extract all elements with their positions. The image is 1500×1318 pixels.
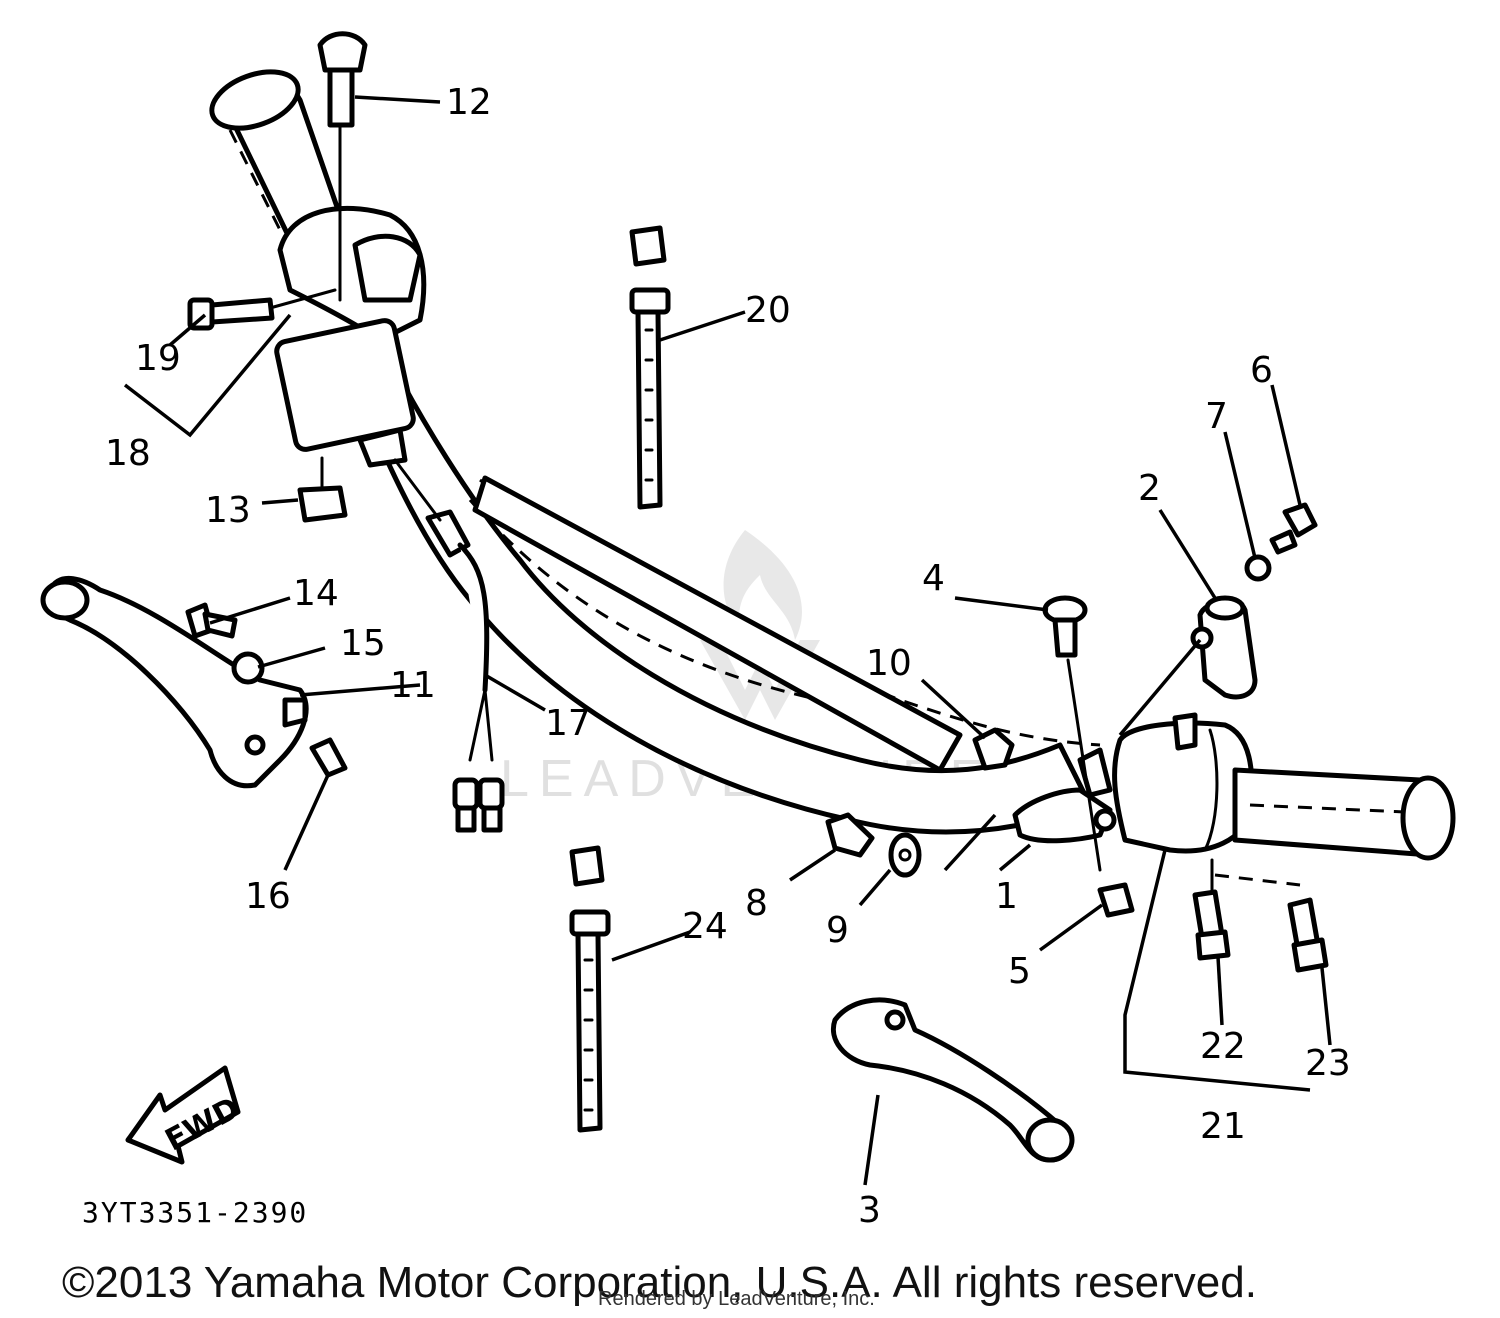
leader-lines: [123, 95, 1332, 1186]
callout-23: 23: [1305, 1043, 1351, 1084]
rendered-by-notice: Rendered by LeadVenture, Inc.: [598, 1288, 875, 1310]
callout-19: 19: [135, 338, 181, 379]
part-2-cover: [1190, 595, 1258, 700]
callout-8: 8: [745, 883, 768, 924]
part-7-washer: [1244, 554, 1272, 582]
part-10-clamp: [972, 727, 1015, 771]
part-6-screw: [1269, 502, 1318, 555]
callout-6: 6: [1250, 350, 1273, 391]
callout-numbers: 1 2 3 4 5 6 7 8 9 10 11 12 13 14 15 16 1…: [105, 82, 1351, 1231]
callout-24: 24: [682, 906, 728, 947]
part-24-cable-tie: [569, 845, 611, 1133]
diagram-part-code: 3YT3351-2390: [82, 1196, 308, 1229]
part-1-bracket: [1012, 747, 1117, 844]
part-13-nut: [297, 456, 348, 523]
part-12-bolt: [317, 31, 368, 302]
callout-3: 3: [858, 1190, 881, 1231]
part-9-washer: [888, 832, 922, 878]
callout-9: 9: [826, 910, 849, 951]
callout-14: 14: [293, 573, 339, 614]
part-15-nut: [231, 651, 265, 685]
callout-12: 12: [446, 82, 492, 123]
callout-22: 22: [1200, 1026, 1246, 1067]
part-4-bolt: [1042, 595, 1102, 872]
part-23-bolt: [1214, 873, 1329, 973]
part-14-bolt: [185, 602, 238, 639]
part-20-cable-tie: [629, 225, 671, 510]
right-grip: [1232, 767, 1456, 861]
callout-10: 10: [866, 643, 912, 684]
part-17-switch-wire: [393, 458, 505, 833]
part-19-screw: [187, 288, 337, 331]
callout-20: 20: [745, 290, 791, 331]
callout-18: 18: [105, 433, 151, 474]
part-21-lever-holder: [1112, 712, 1255, 854]
callout-17: 17: [545, 703, 591, 744]
callout-1: 1: [995, 876, 1018, 917]
copyright-notice: ©2013 Yamaha Motor Corporation, U.S.A. A…: [62, 1258, 1257, 1307]
fwd-arrow: FWD: [125, 1065, 245, 1165]
callout-7: 7: [1205, 396, 1228, 437]
callout-5: 5: [1008, 951, 1031, 992]
part-22-bolt: [1192, 858, 1231, 961]
callout-16: 16: [245, 876, 291, 917]
part-8-fitting: [825, 812, 875, 858]
callout-15: 15: [340, 623, 386, 664]
callout-11: 11: [390, 665, 436, 706]
callout-2: 2: [1138, 468, 1161, 509]
part-11-clutch-lever: [40, 575, 309, 789]
left-grip-assembly: [209, 69, 427, 468]
part-3-brake-lever: [831, 997, 1075, 1163]
part-5-nut: [1097, 882, 1135, 918]
callout-21: 21: [1200, 1106, 1246, 1147]
callout-13: 13: [205, 490, 251, 531]
callout-4: 4: [922, 558, 945, 599]
part-16-pivot-pin: [309, 737, 348, 778]
